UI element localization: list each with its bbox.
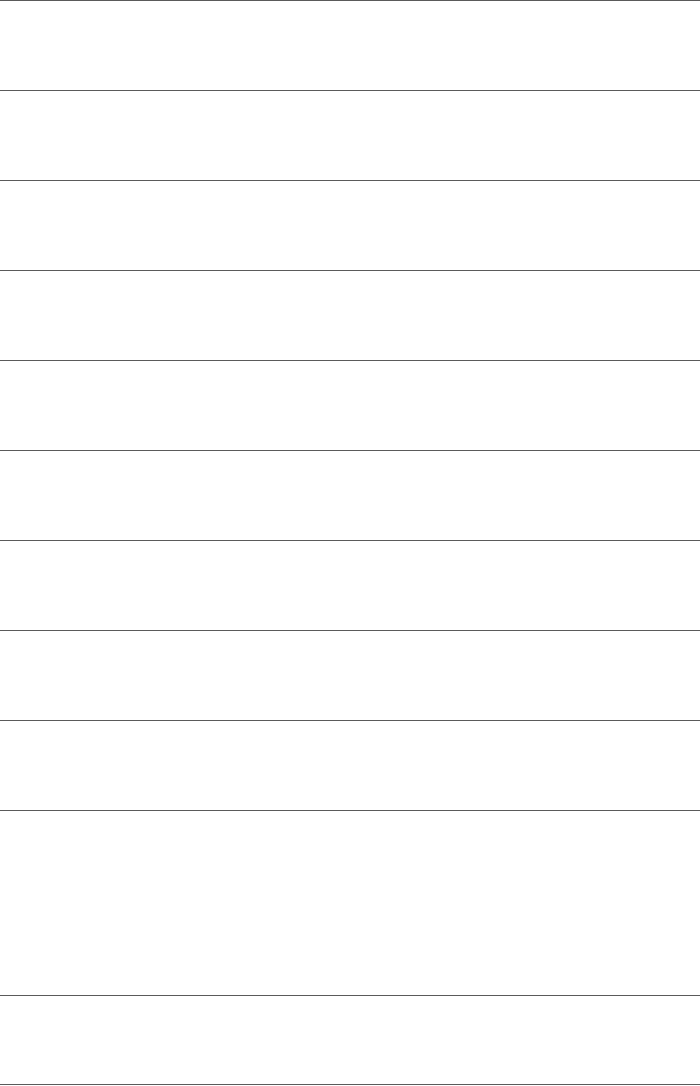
list-row-5: [0, 360, 700, 450]
list-row-4: [0, 270, 700, 360]
list-row-6: [0, 450, 700, 540]
list-row-11: [0, 995, 700, 1085]
list-row-8: [0, 630, 700, 720]
list-row-7: [0, 540, 700, 630]
list-row-10: [0, 810, 700, 995]
list-row-1: [0, 0, 700, 90]
list-row-2: [0, 90, 700, 180]
list-row-9: [0, 720, 700, 810]
list-row-3: [0, 180, 700, 270]
